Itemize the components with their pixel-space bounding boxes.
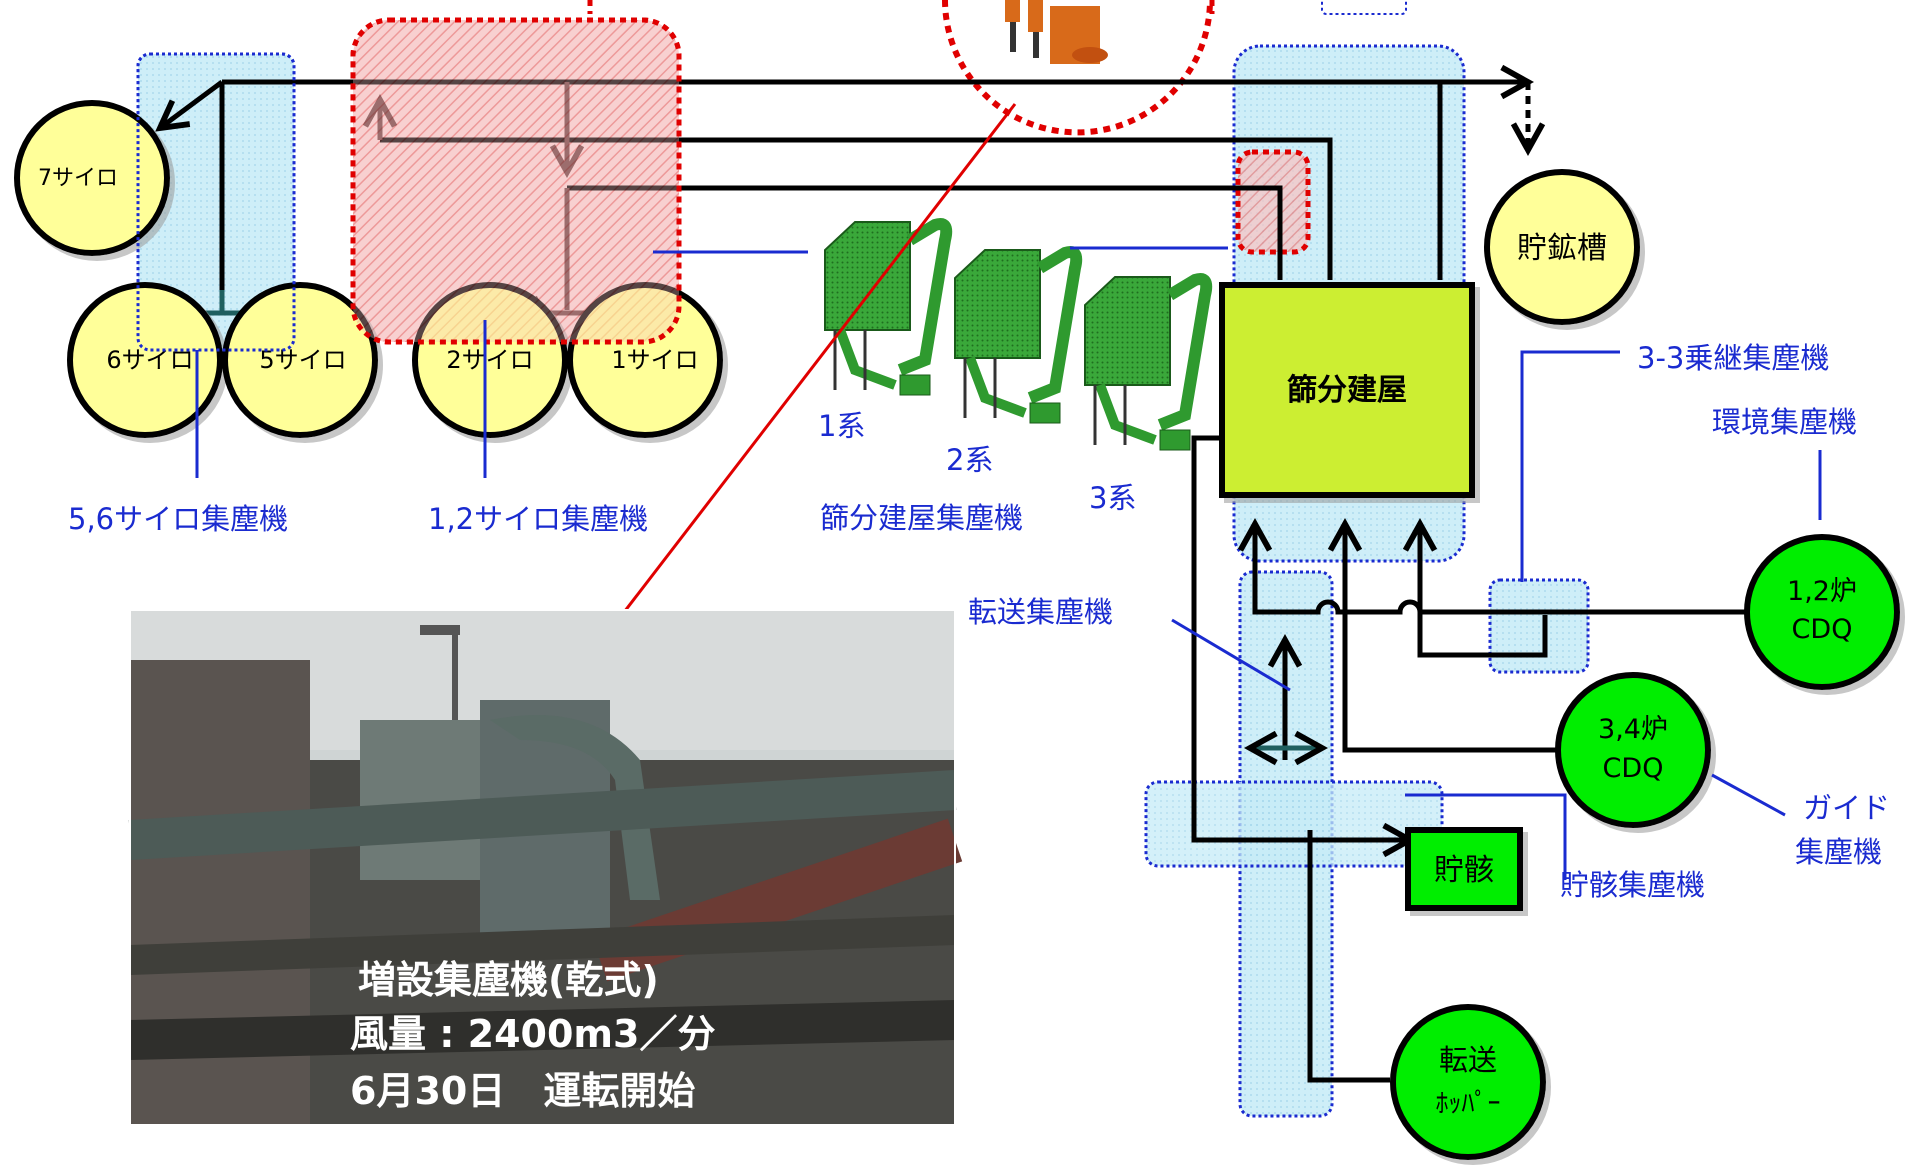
cdq-34: 3,4炉 CDQ: [1555, 672, 1711, 828]
svg-text:1,2炉: 1,2炉: [1787, 576, 1857, 607]
sieve-collector-label: 篩分建屋集塵機: [820, 501, 1023, 535]
residue-collector-label: 貯骸集塵機: [1560, 868, 1705, 902]
collector-unit-3: [1084, 273, 1213, 451]
svg-text:貯鉱槽: 貯鉱槽: [1517, 231, 1607, 266]
svg-text:2サイロ: 2サイロ: [446, 346, 533, 374]
silo-7: 7サイロ: [14, 100, 170, 256]
photo-caption-line3: 6月30日 運転開始: [350, 1069, 695, 1113]
silo56-region-border: [136, 52, 296, 352]
top-equipment-icon: [1005, 0, 1108, 64]
transfer-hopper: 転送 ﾎｯﾊﾟｰ: [1390, 1004, 1546, 1160]
silo12-region-border: [350, 17, 682, 345]
silo12-collector-label: 1,2サイロ集塵機: [428, 502, 648, 536]
svg-text:CDQ: CDQ: [1603, 753, 1664, 784]
svg-text:貯骸: 貯骸: [1434, 853, 1494, 888]
svg-text:転送: 転送: [1439, 1043, 1497, 1077]
leader-lines: [195, 246, 1822, 880]
storage-tank: 貯鉱槽: [1484, 169, 1640, 325]
svg-text:篩分建屋: 篩分建屋: [1287, 373, 1407, 408]
sieve-building: 篩分建屋: [1219, 282, 1475, 498]
new-collector-highlight-circle: [942, 0, 1213, 136]
svg-text:1サイロ: 1サイロ: [611, 346, 698, 374]
residue-box: 貯骸: [1405, 827, 1523, 911]
residue-collector-region: [1144, 780, 1444, 868]
labels: 5,6サイロ集塵機 1,2サイロ集塵機 1系 2系 3系 篩分建屋集塵機 3-3…: [68, 341, 1890, 902]
silo-5: 5サイロ: [222, 282, 378, 438]
cdq-12: 1,2炉 CDQ: [1744, 534, 1900, 690]
line1-label: 1系: [818, 409, 865, 443]
env-collector-label: 環境集塵機: [1712, 405, 1857, 439]
svg-text:6サイロ: 6サイロ: [106, 346, 193, 374]
svg-text:7サイロ: 7サイロ: [38, 166, 118, 191]
svg-text:5サイロ: 5サイロ: [259, 346, 346, 374]
svg-text:CDQ: CDQ: [1792, 614, 1853, 645]
line3-label: 3系: [1089, 481, 1136, 515]
collector-photo: 増設集塵機(乾式) 風量 : 2400m3／分 6月30日 運転開始: [128, 609, 963, 1126]
silo56-collector-label: 5,6サイロ集塵機: [68, 502, 288, 536]
blue-region-top: [1321, 0, 1407, 15]
relay-collector-region: [1488, 578, 1590, 674]
collector-unit-2: [954, 246, 1083, 424]
svg-text:3,4炉: 3,4炉: [1598, 714, 1668, 745]
sieve-collector-units: [824, 218, 1213, 451]
guide-collector-label-2: 集塵機: [1795, 835, 1882, 869]
new-duct-red-region: [1235, 149, 1311, 255]
photo-caption-line2: 風量 : 2400m3／分: [350, 1012, 715, 1056]
guide-collector-label-1: ガイド: [1803, 791, 1890, 825]
relay-collector-label: 3-3乗継集塵機: [1637, 341, 1829, 375]
collector-unit-1: [824, 218, 953, 396]
line2-label: 2系: [946, 443, 993, 477]
transfer-collector-label: 転送集塵機: [968, 595, 1113, 629]
photo-pointer-arrow: [555, 103, 1017, 702]
svg-text:ﾎｯﾊﾟｰ: ﾎｯﾊﾟｰ: [1435, 1089, 1500, 1119]
photo-caption-line1: 増設集塵機(乾式): [358, 958, 659, 1002]
silo-6: 6サイロ: [67, 282, 223, 438]
